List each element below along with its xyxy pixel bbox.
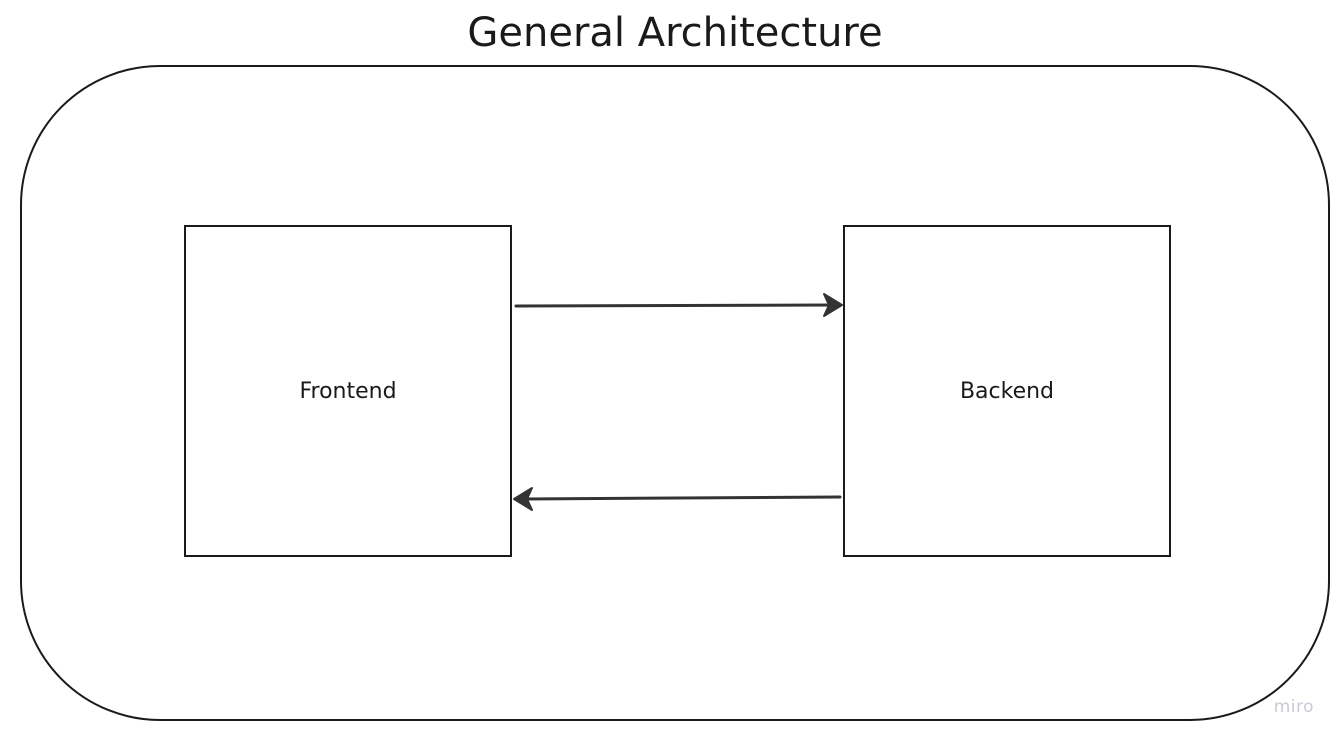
miro-watermark: miro <box>1273 697 1314 717</box>
diagram-title: General Architecture <box>467 10 883 56</box>
frontend-node[interactable]: Frontend <box>184 225 512 557</box>
system-boundary <box>20 65 1330 721</box>
frontend-label: Frontend <box>299 378 397 404</box>
backend-label: Backend <box>959 378 1055 404</box>
backend-node[interactable]: Backend <box>843 225 1171 557</box>
